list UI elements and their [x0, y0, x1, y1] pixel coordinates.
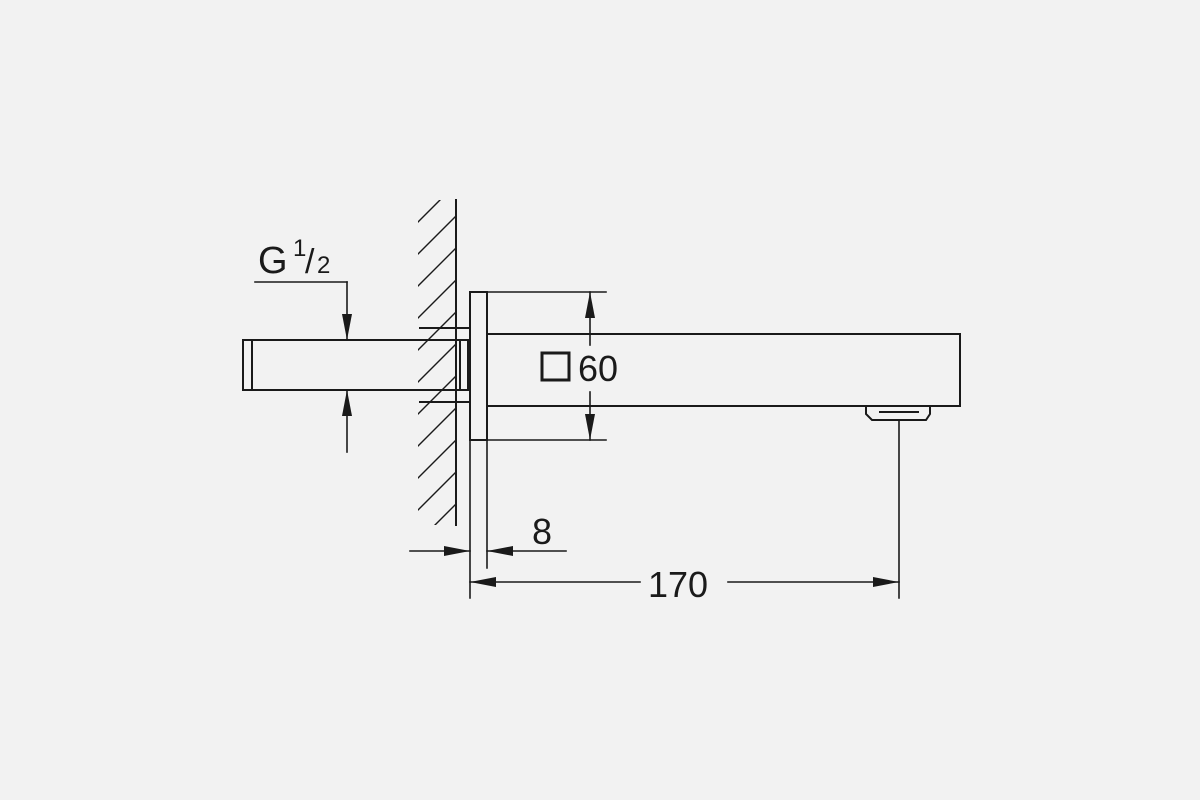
thread-dimension — [254, 281, 352, 453]
thread-prefix: G — [258, 240, 288, 282]
spout-length-dimension — [469, 419, 900, 599]
rosette-plate — [469, 291, 488, 441]
thread-label: G 1 / 2 — [258, 235, 330, 282]
square-size-label: 60 — [578, 348, 618, 389]
rosette-depth-dimension — [409, 439, 567, 599]
thread-denominator: 2 — [317, 252, 330, 279]
spout-length-label: 170 — [648, 564, 708, 605]
thread-numerator: 1 — [293, 235, 306, 262]
rosette-depth-label: 8 — [532, 511, 552, 552]
square-dimension — [486, 291, 607, 441]
threaded-connector — [242, 327, 469, 403]
square-section-icon — [540, 351, 571, 382]
thread-slash: / — [305, 243, 315, 281]
aerator-outlet — [865, 405, 931, 421]
wall-hatching — [418, 200, 456, 525]
spout-body — [486, 333, 961, 407]
